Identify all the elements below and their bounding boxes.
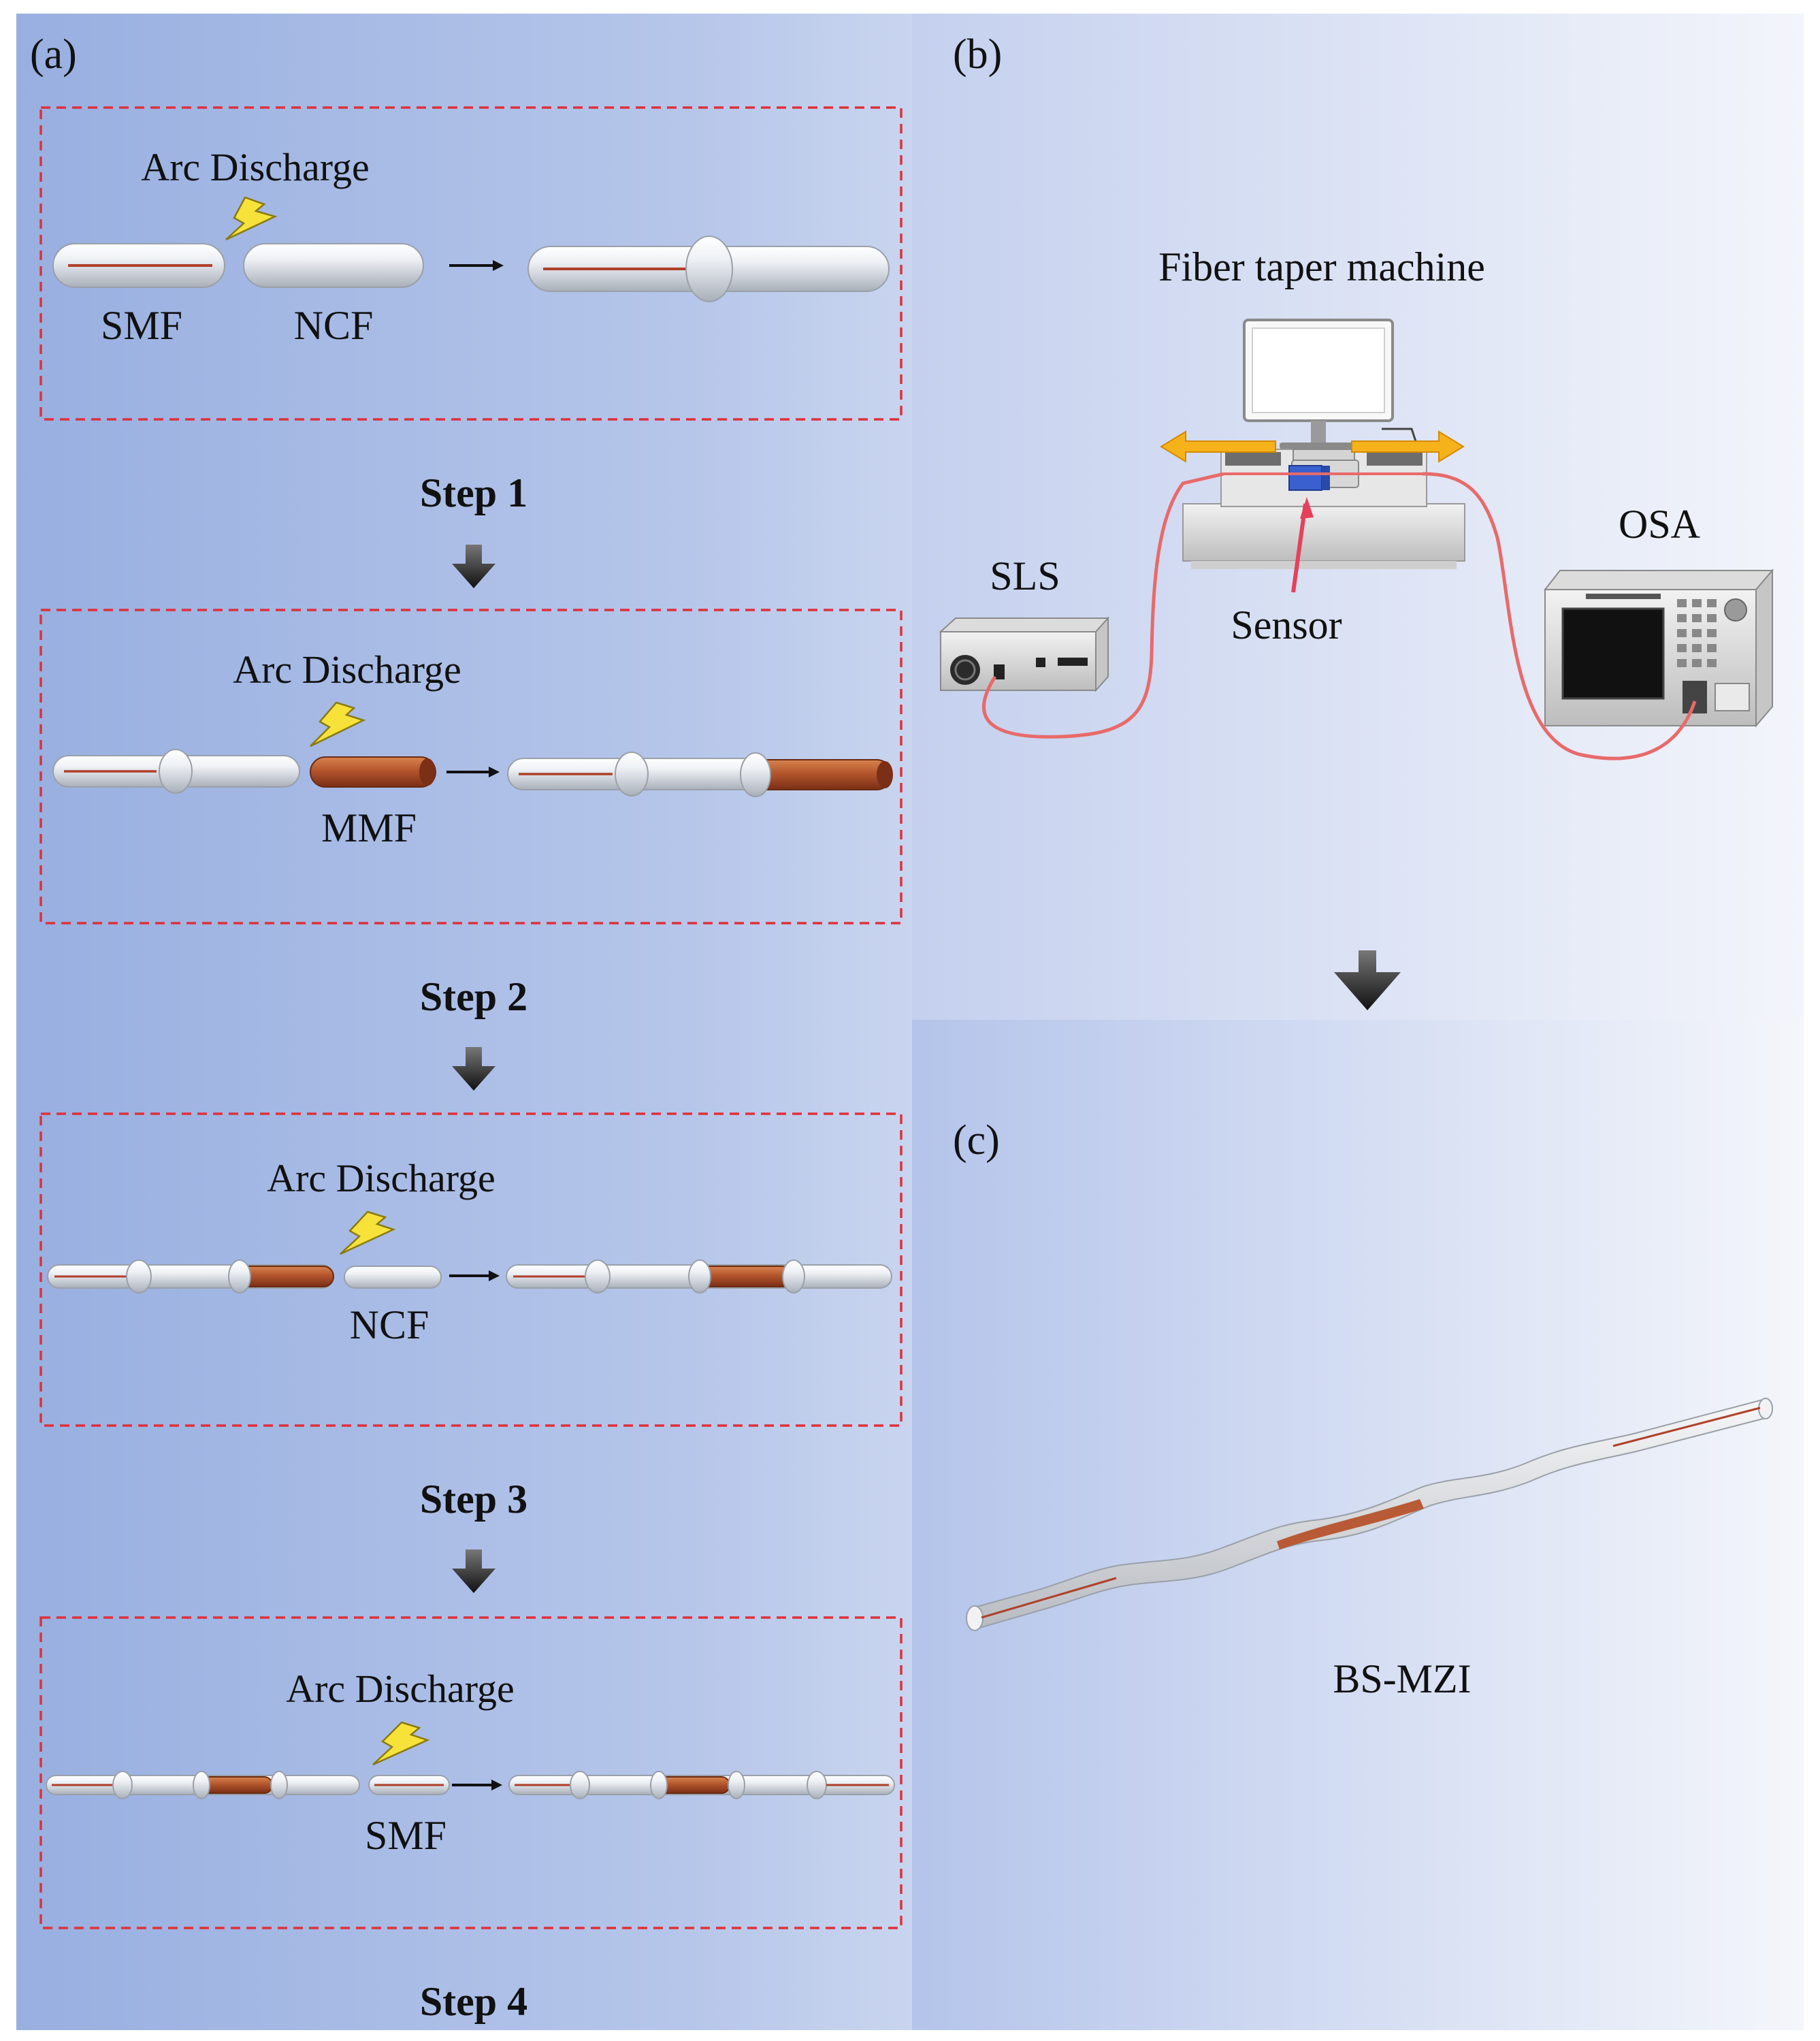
fiber-label-smf: SMF: [365, 1813, 446, 1858]
sls-label: SLS: [990, 553, 1060, 598]
process-arrowhead: [489, 767, 500, 777]
down-arrow-icon: [452, 545, 495, 588]
process-arrowhead: [493, 260, 504, 271]
lightning-icon: [225, 196, 278, 241]
fiber-ncf: [243, 243, 424, 288]
fiber-label-ncf: NCF: [350, 1302, 429, 1347]
panel-a-label: (a): [30, 31, 77, 78]
monitor-icon: [1243, 319, 1418, 449]
osa-label: OSA: [1619, 502, 1700, 547]
fiber-smf: [368, 1775, 450, 1795]
spliced-fiber-result: [527, 236, 890, 302]
down-arrow-icon: [1334, 950, 1401, 1010]
step-2-label: Step 2: [420, 974, 527, 1019]
knob-icon: [1724, 598, 1747, 622]
fiber-patch-cord: [1422, 472, 1697, 760]
down-arrow-icon: [452, 1047, 495, 1091]
fiber-label-smf: SMF: [101, 303, 182, 348]
spliced-fiber-result: [507, 752, 893, 797]
panel-a-background: [16, 14, 912, 2030]
arc-discharge-label: Arc Discharge: [267, 1156, 495, 1200]
fiber-smf-ncf: [52, 749, 300, 794]
lightning-icon: [372, 1721, 430, 1766]
step-1-box: Arc Discharge SMF NCF: [39, 106, 903, 421]
dashed-frame: [39, 1616, 903, 1929]
fiber-ncf: [344, 1266, 442, 1289]
panel-c-label: (c): [953, 1117, 1000, 1163]
bs-mzi-device: [966, 1398, 1773, 1631]
step-4-box: Arc Discharge SMF: [39, 1616, 903, 1929]
panel-b-label: (b): [953, 31, 1002, 78]
fiber-label-ncf: NCF: [294, 303, 374, 348]
spliced-fiber-result: [506, 1259, 892, 1293]
sensor-pointer-head: [1300, 497, 1314, 519]
optical-spectrum-analyzer: [1543, 568, 1774, 728]
arc-discharge-label: Arc Discharge: [141, 145, 370, 189]
light-source-device: [939, 616, 1110, 692]
lightning-icon: [310, 701, 366, 748]
down-arrow-icon: [452, 1549, 495, 1593]
stretch-left-arrow-icon: [1160, 430, 1276, 463]
fiber-smf-ncf-mmf: [47, 1259, 334, 1293]
sensor-pointer: [1291, 503, 1307, 593]
step-3-label: Step 3: [420, 1477, 527, 1522]
bs-mzi-label: BS-MZI: [1333, 1656, 1471, 1701]
process-arrowhead: [491, 1780, 502, 1790]
arc-discharge-label: Arc Discharge: [286, 1667, 515, 1711]
dashed-frame: [39, 106, 903, 421]
step-1-label: Step 1: [420, 470, 527, 515]
dashed-frame: [39, 1112, 903, 1427]
fiber-assembly: [46, 1771, 360, 1799]
fiber-taper-machine: [1182, 449, 1465, 569]
dashed-frame: [39, 609, 903, 925]
fiber-smf: [52, 243, 225, 288]
fan-icon: [950, 655, 980, 685]
lightning-icon: [340, 1210, 396, 1255]
fiber-patch-cord: [982, 472, 1224, 739]
sensor-clamp: [1288, 465, 1322, 491]
process-arrowhead: [489, 1270, 500, 1281]
osa-screen: [1561, 607, 1665, 700]
taper-machine-label: Fiber taper machine: [1158, 244, 1485, 289]
spliced-fiber-result: [508, 1771, 895, 1799]
arc-discharge-label: Arc Discharge: [233, 647, 461, 692]
fiber-mmf: [310, 756, 436, 788]
step-2-box: Arc Discharge MMF: [39, 609, 903, 925]
sensor-label: Sensor: [1231, 602, 1342, 647]
step-3-box: Arc Discharge NCF: [39, 1112, 903, 1427]
step-4-label: Step 4: [420, 1979, 527, 2024]
osa-input-port: [1683, 681, 1707, 713]
fiber-label-mmf: MMF: [321, 805, 417, 850]
splice-joint: [685, 236, 733, 302]
stretch-right-arrow-icon: [1351, 430, 1465, 463]
